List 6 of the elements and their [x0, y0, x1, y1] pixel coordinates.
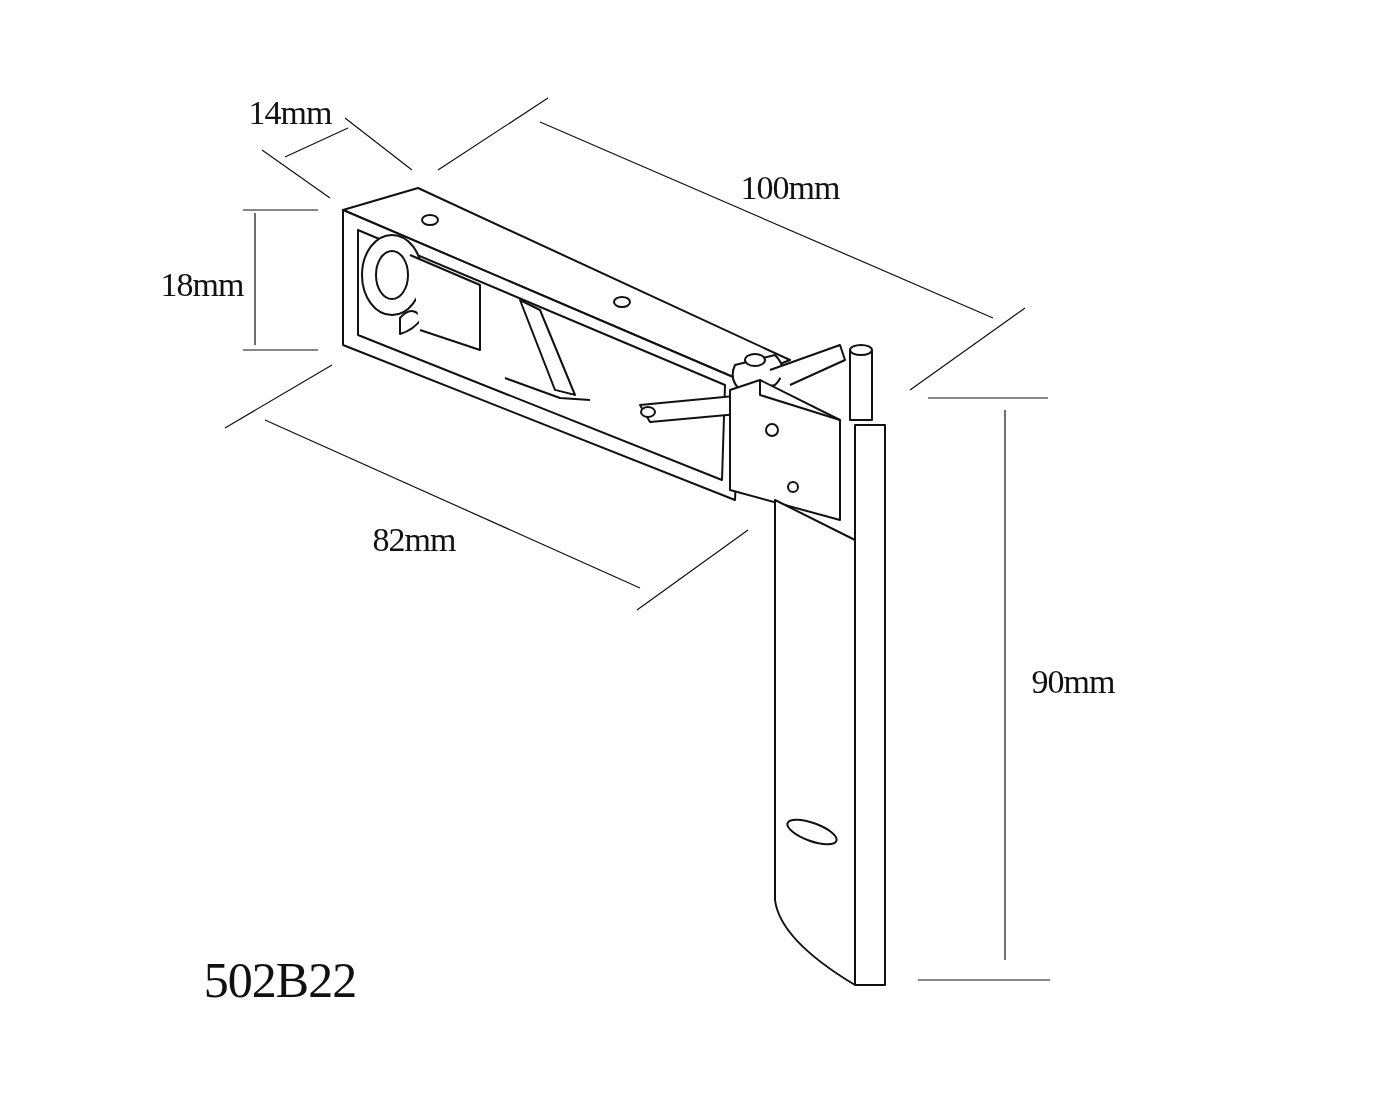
dimension-label: 18mm [160, 266, 244, 304]
dimension-label: 82mm [372, 521, 456, 559]
dimension-label: 100mm [740, 169, 840, 207]
dimension-label: 14mm [248, 94, 332, 132]
dimension-label: 90mm [1031, 663, 1115, 701]
part-number: 502B22 [203, 951, 357, 1009]
